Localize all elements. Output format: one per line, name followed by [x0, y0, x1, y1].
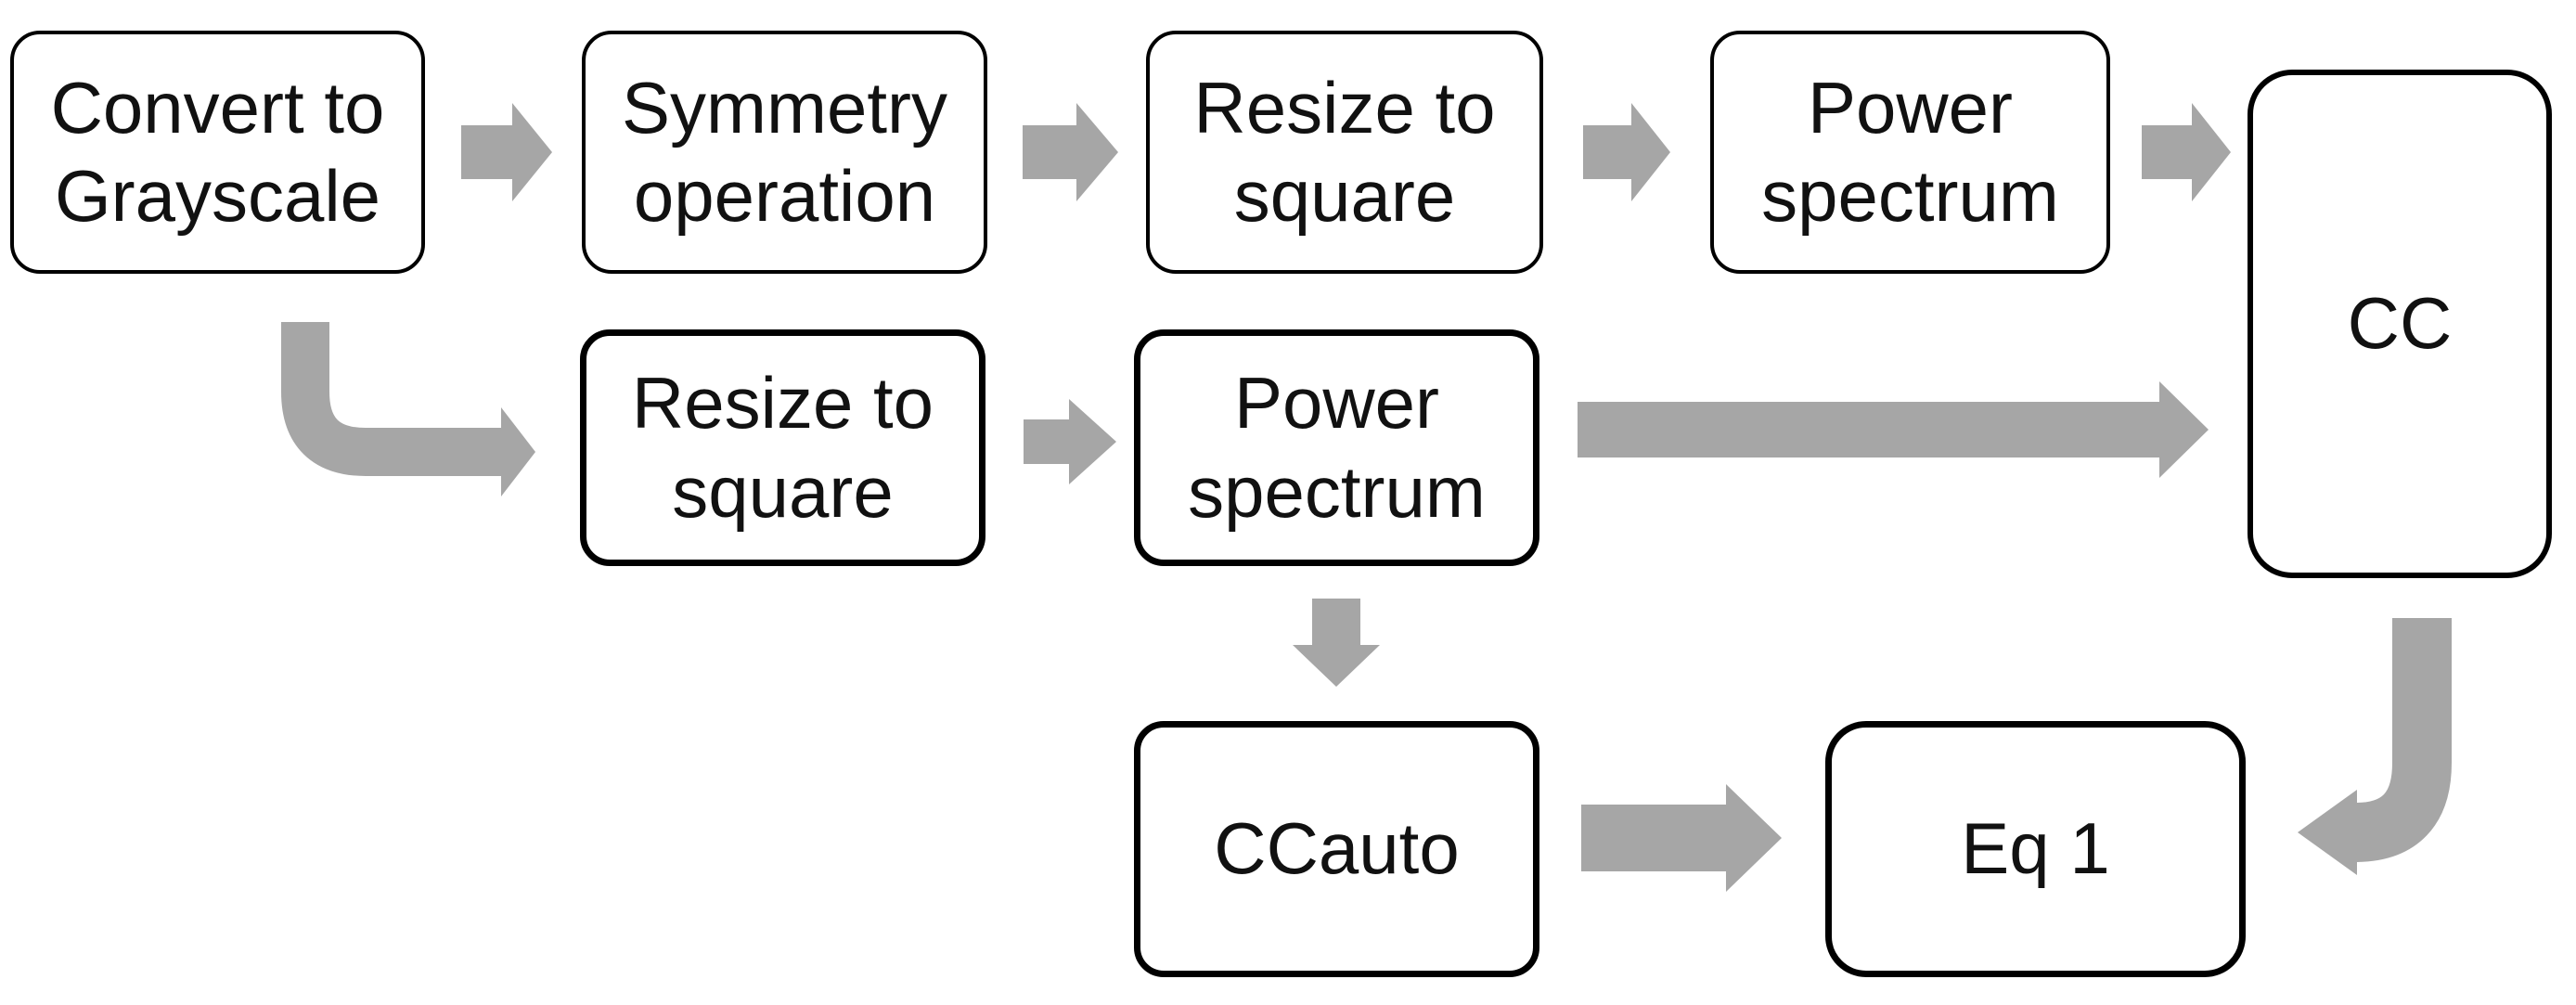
arrow-grayscale-to-resize-elbow-icon	[281, 322, 501, 476]
node-convert-grayscale: Convert to Grayscale	[10, 31, 425, 274]
arrow-power-mid-to-ccauto-icon	[1293, 599, 1380, 687]
node-eq1: Eq 1	[1825, 721, 2246, 977]
node-power-spectrum-mid: Power spectrum	[1134, 329, 1539, 566]
arrow-symmetry-to-resize-icon	[1023, 103, 1118, 201]
node-symmetry-operation: Symmetry operation	[582, 31, 987, 274]
arrow-cc-to-eq1-curve-icon	[2353, 618, 2452, 862]
node-ccauto: CCauto	[1134, 721, 1539, 977]
arrow-cc-to-eq1-curve-head-icon	[2298, 790, 2357, 875]
arrow-grayscale-to-resize-elbow-head-icon	[501, 407, 535, 496]
arrow-resize-to-power-icon	[1583, 103, 1670, 201]
node-cc: CC	[2248, 70, 2552, 578]
node-power-spectrum-top: Power spectrum	[1710, 31, 2110, 274]
arrow-ccauto-to-eq1-icon	[1581, 784, 1782, 892]
arrow-resize-mid-to-power-mid-icon	[1024, 399, 1116, 484]
arrow-power-mid-to-cc-long-icon	[1578, 381, 2209, 478]
node-resize-square-top: Resize to square	[1146, 31, 1543, 274]
arrow-grayscale-to-symmetry-icon	[461, 103, 552, 201]
arrow-power-to-cc-icon	[2142, 103, 2231, 201]
node-resize-square-mid: Resize to square	[580, 329, 985, 566]
